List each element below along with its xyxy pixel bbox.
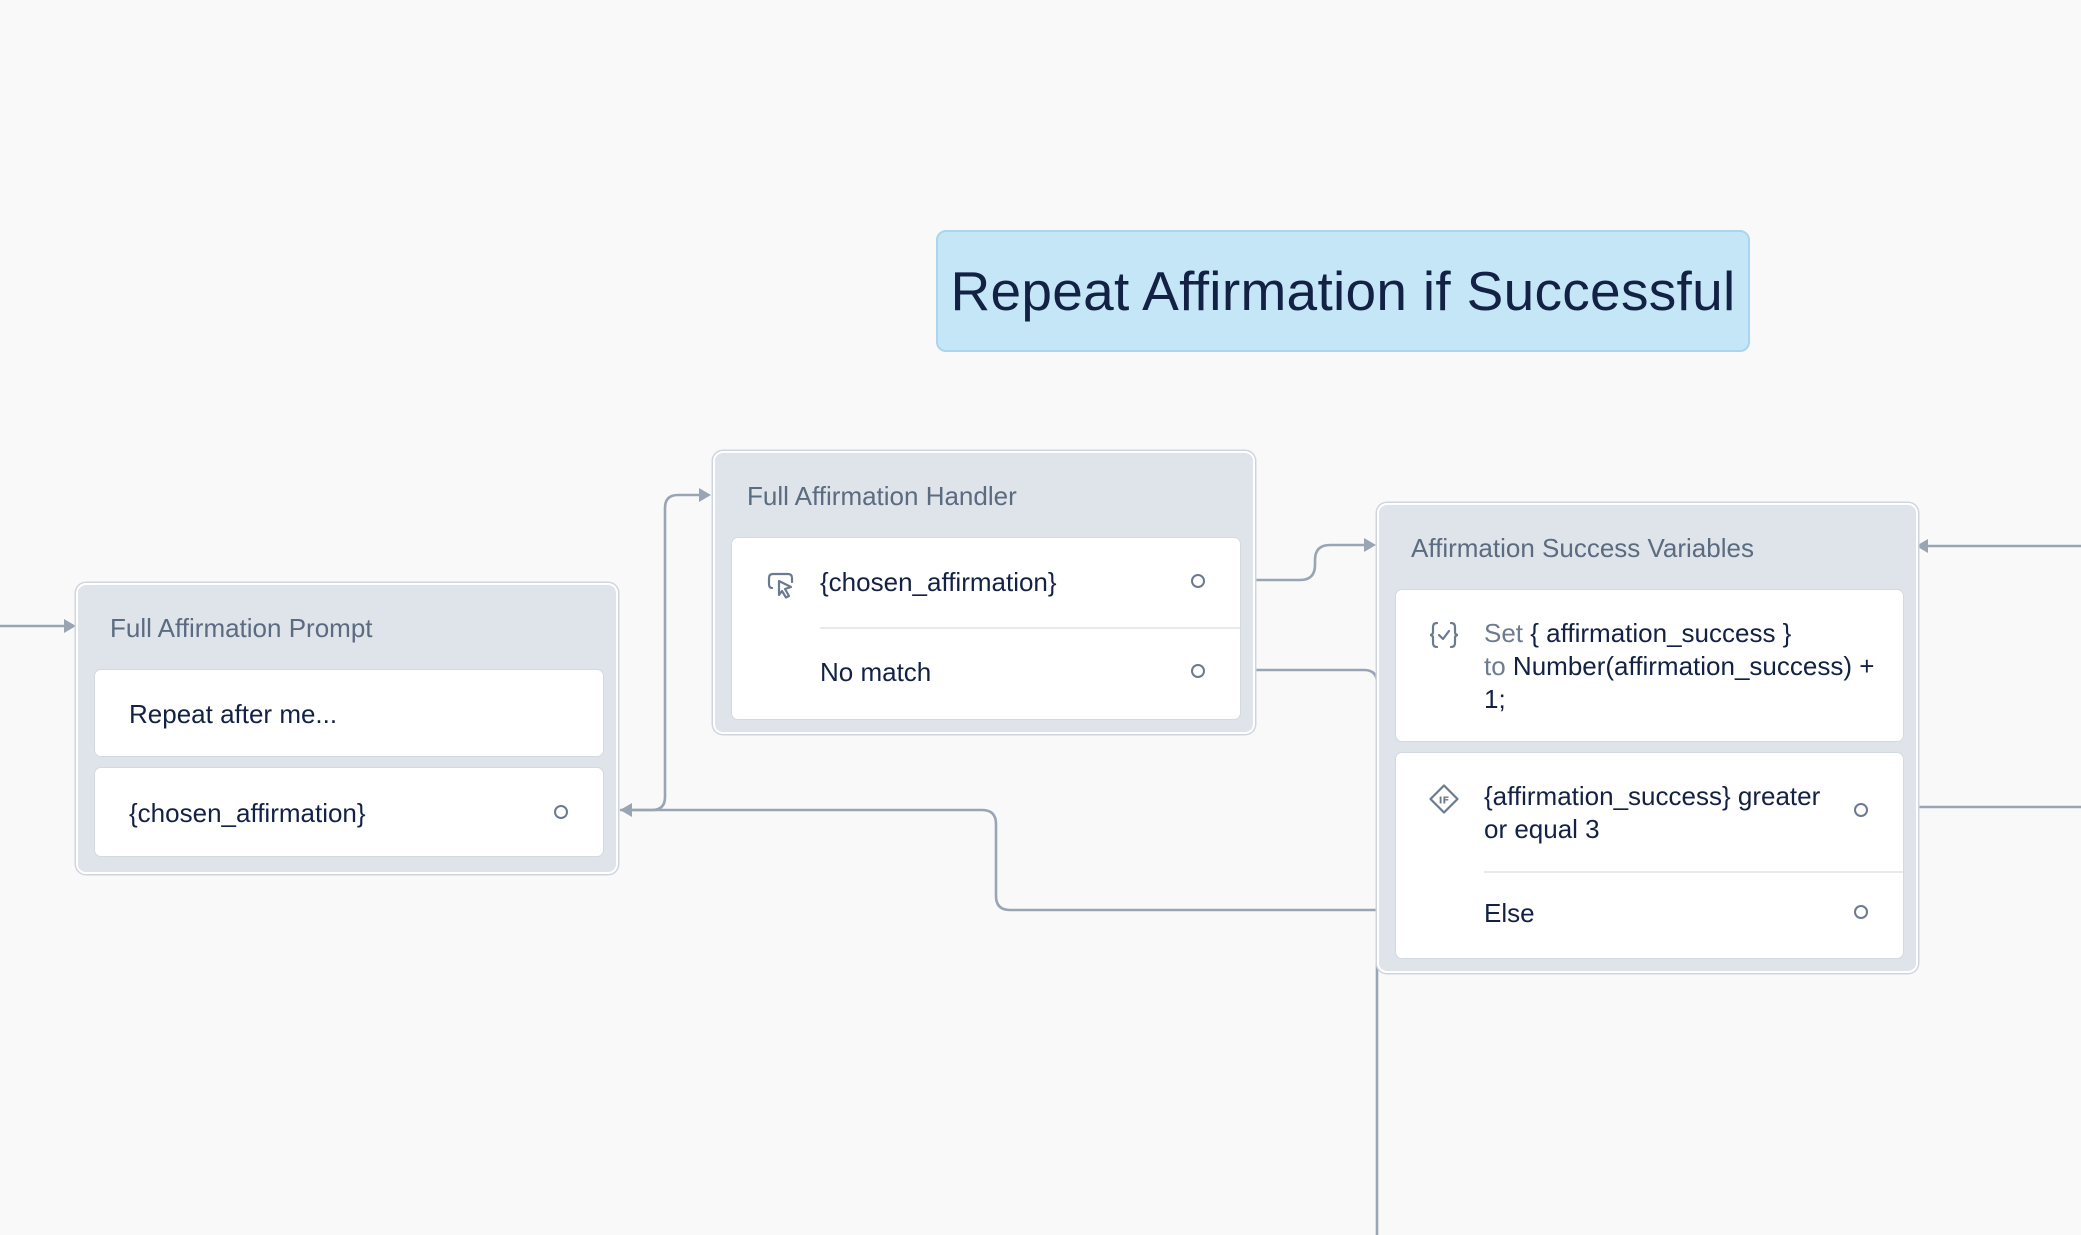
block-title: Full Affirmation Prompt — [110, 613, 373, 643]
no-match-label: No match — [820, 657, 932, 687]
if-step-card[interactable]: IF {affirmation_success} greater or equa… — [1395, 752, 1904, 959]
speak-step-card[interactable]: Repeat after me... — [94, 669, 604, 757]
no-match-output-port[interactable] — [1191, 664, 1205, 678]
set-line-1: Set { affirmation_success } — [1484, 618, 1791, 649]
arrow-head — [699, 488, 711, 502]
choice-step-card[interactable]: {chosen_affirmation} No match — [731, 537, 1241, 720]
set-line-2: to Number(affirmation_success) + — [1484, 651, 1874, 682]
block-full-affirmation-handler[interactable]: Full Affirmation Handler {chosen_affirma… — [713, 451, 1255, 734]
divider — [1484, 871, 1903, 873]
arrow-head — [64, 619, 76, 633]
to-keyword: to — [1484, 651, 1506, 681]
expression-line-1: Number(affirmation_success) + — [1512, 651, 1875, 681]
block-full-affirmation-prompt[interactable]: Full Affirmation Prompt Repeat after me.… — [76, 583, 618, 874]
set-variable-icon — [1429, 621, 1459, 649]
choice-cursor-icon — [767, 572, 794, 599]
svg-text:IF: IF — [1439, 796, 1450, 807]
condition-output-port[interactable] — [1854, 803, 1868, 817]
condition-line-2: or equal 3 — [1484, 814, 1600, 844]
variable-step-text: {chosen_affirmation} — [129, 798, 366, 828]
set-keyword: Set — [1484, 618, 1524, 648]
arrow-head — [620, 803, 632, 817]
choice-output-port[interactable] — [1191, 574, 1205, 588]
step-output-port[interactable] — [554, 805, 568, 819]
wire-else-loop[interactable] — [632, 808, 1395, 912]
variable-name: { affirmation_success } — [1530, 618, 1792, 648]
wire-prompt-to-handler[interactable] — [620, 493, 699, 812]
arrow-head — [1916, 539, 1928, 553]
wire-handler-to-variables[interactable] — [1235, 543, 1364, 582]
block-title: Affirmation Success Variables — [1411, 533, 1754, 563]
speak-step-text: Repeat after me... — [129, 699, 338, 729]
choice-path-label: {chosen_affirmation} — [820, 567, 1057, 597]
if-condition-icon: IF — [1429, 784, 1459, 814]
divider — [820, 627, 1240, 629]
title-note[interactable]: Repeat Affirmation if Successful — [936, 230, 1750, 352]
block-title: Full Affirmation Handler — [747, 481, 1017, 511]
condition-line-1: {affirmation_success} greater — [1484, 781, 1821, 811]
arrow-head — [1364, 538, 1376, 552]
wire-no-match[interactable] — [1235, 668, 1379, 1235]
variable-step-card[interactable]: {chosen_affirmation} — [94, 767, 604, 857]
expression-line-2: 1; — [1484, 684, 1506, 714]
set-step-card[interactable]: Set { affirmation_success } to Number(af… — [1395, 589, 1904, 742]
else-label: Else — [1484, 898, 1535, 928]
else-output-port[interactable] — [1854, 905, 1868, 919]
block-affirmation-success-variables[interactable]: Affirmation Success Variables Set { affi… — [1377, 503, 1918, 973]
